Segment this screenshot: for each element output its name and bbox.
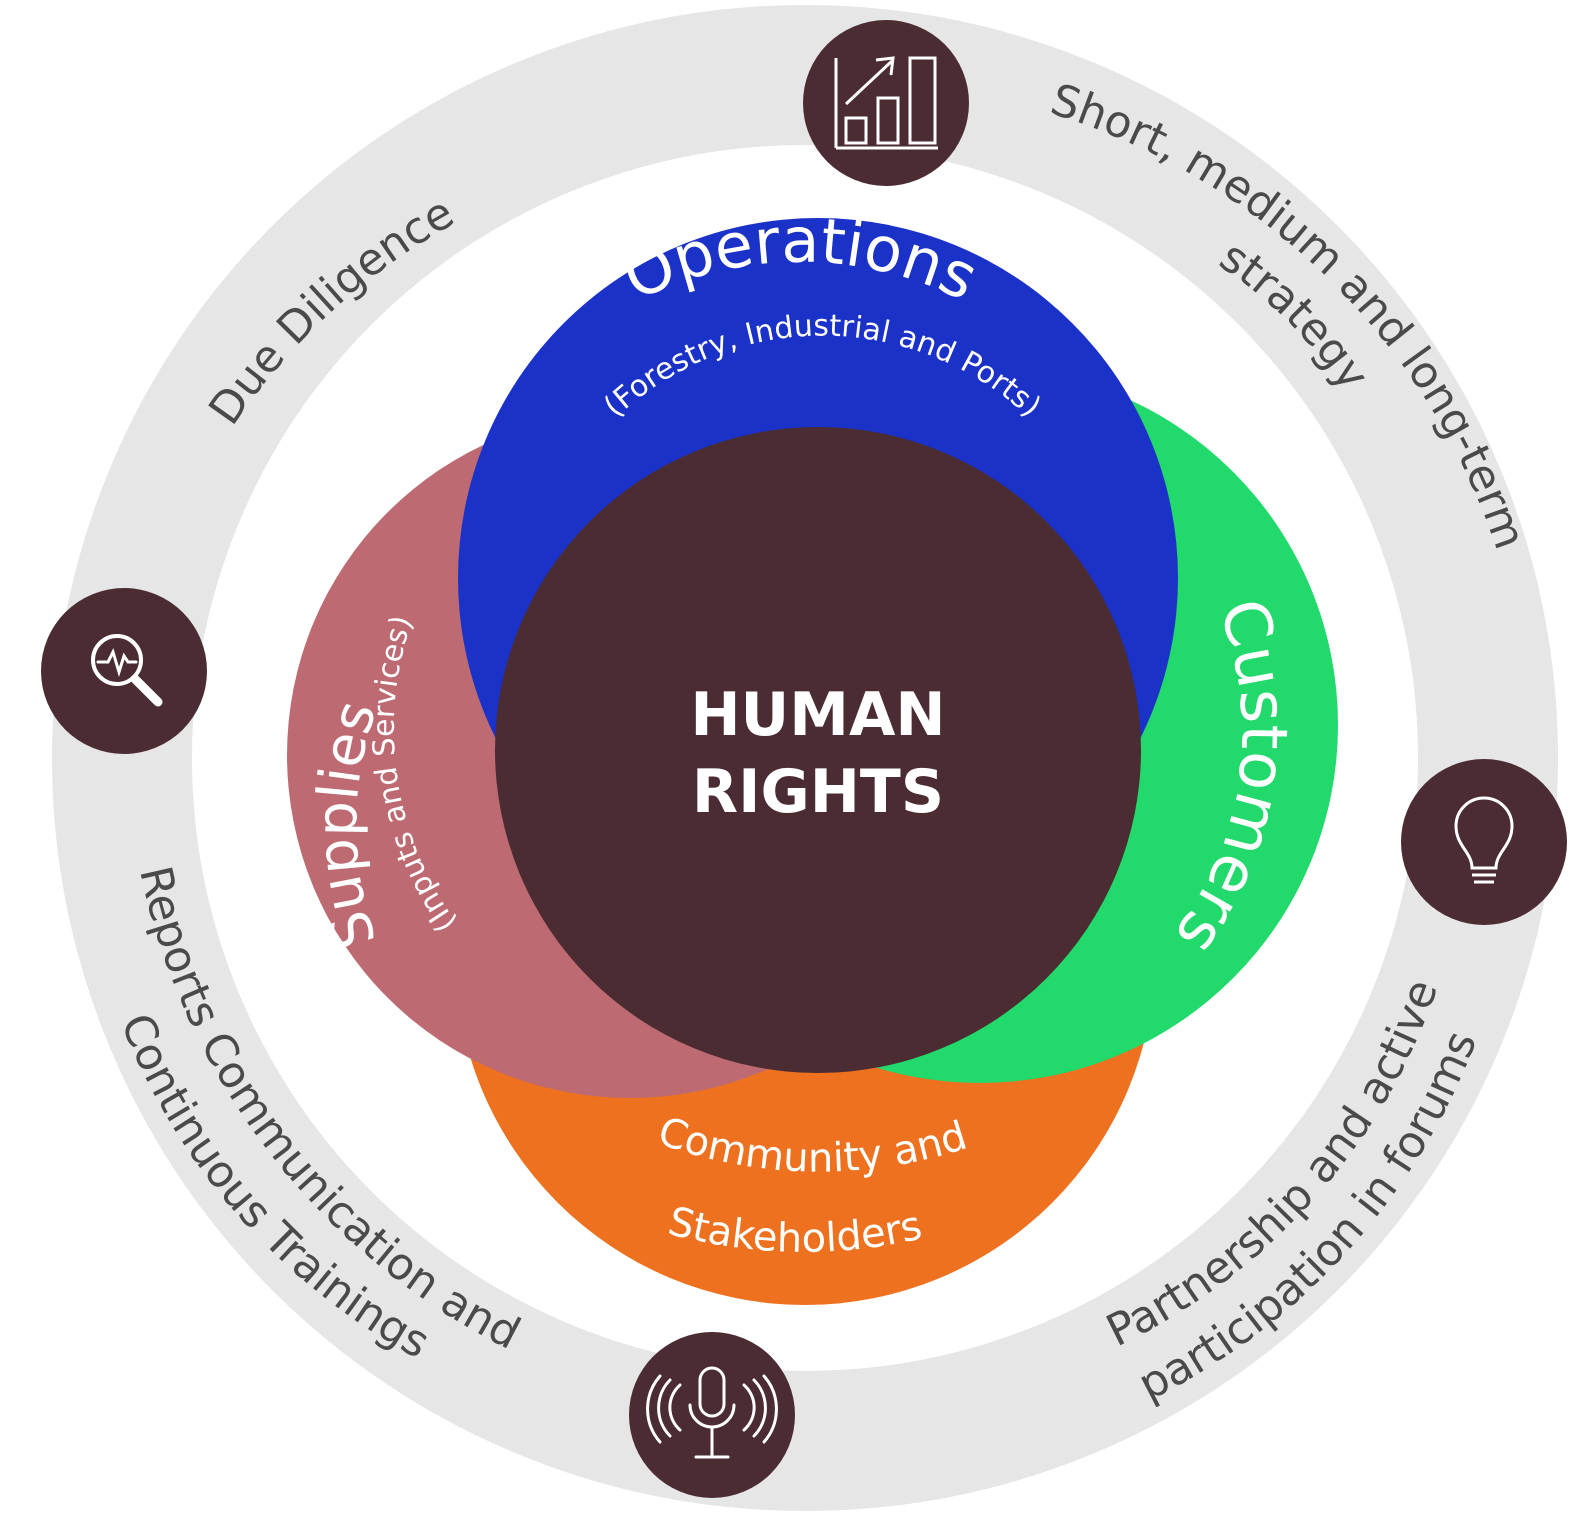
lightbulb-icon [1401, 759, 1567, 925]
chart-growth-icon [803, 20, 969, 186]
center-circle [495, 427, 1141, 1073]
center-label-line1: HUMAN [690, 680, 945, 750]
center-label-line2: RIGHTS [692, 757, 944, 827]
magnifier-pulse-icon [41, 588, 207, 754]
microphone-icon [629, 1332, 795, 1498]
outer-ring [52, 5, 1558, 1511]
